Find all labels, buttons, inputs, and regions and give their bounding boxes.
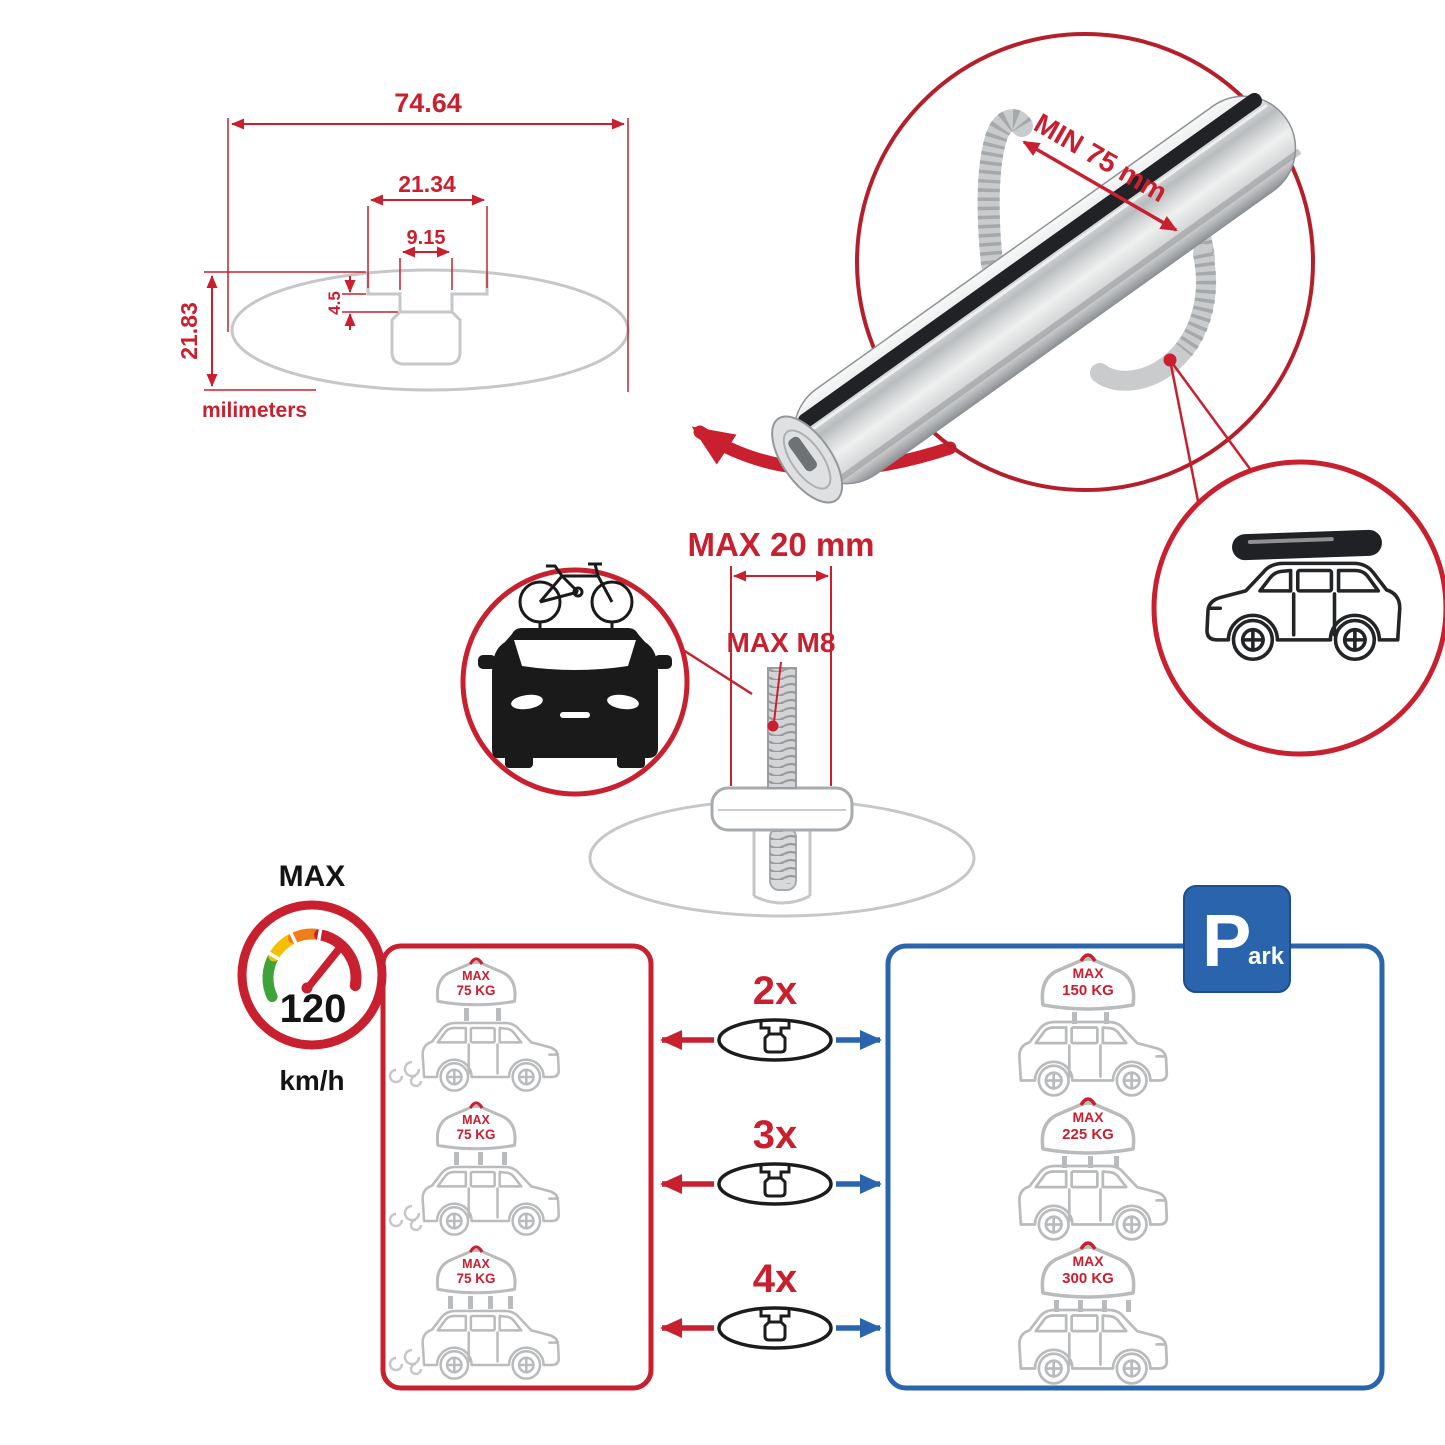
crossbar-render-detail: MIN 75 mm xyxy=(771,32,1315,507)
speedometer-pivot xyxy=(301,982,313,994)
callout-line-1 xyxy=(1168,359,1201,507)
driving-car-row: MAX 75 KG xyxy=(388,1245,560,1380)
detail-circle xyxy=(855,32,1315,492)
park-sign: P ark xyxy=(1183,885,1291,993)
multiplier-label: 3x xyxy=(753,1113,798,1157)
units-label: milimeters xyxy=(202,399,307,422)
bag-weight-label: 75 KG xyxy=(456,983,495,998)
leader-line xyxy=(679,646,753,696)
dimension-4-5: 4.5 xyxy=(325,276,398,330)
bike-car-detail xyxy=(460,562,753,797)
red-box-border xyxy=(380,943,654,1391)
crossbar-profile-icon xyxy=(717,1306,833,1350)
crossbar-ticks xyxy=(464,1008,501,1021)
max-length-dimension: MAX 20 mm xyxy=(687,526,875,786)
dim-total-height: 21.83 xyxy=(176,302,202,360)
multiplier-row: 4x xyxy=(660,1257,882,1350)
park-sign-letter: P xyxy=(1202,899,1251,982)
multiplier-row: 3x xyxy=(660,1113,882,1206)
bag-max-label: MAX xyxy=(1072,965,1104,981)
dimension-21-83: 21.83 xyxy=(176,271,366,391)
park-sign-plate xyxy=(1183,885,1291,993)
roofbox-car-detail xyxy=(1151,459,1445,757)
dimension-74-64: 74.64 xyxy=(227,88,629,392)
dimension-9-15: 9.15 xyxy=(399,227,453,290)
max-thread-label: MAX M8 xyxy=(727,627,836,658)
bag-max-label: MAX xyxy=(462,1257,490,1271)
parked-limit-box: MAX 150 KG MAX 225 KG MAX 300 KG xyxy=(885,943,1385,1391)
driving-car-row: MAX 75 KG xyxy=(388,1101,560,1236)
parked-car-row: MAX 300 KG xyxy=(1017,1241,1169,1385)
car-bike-front-icon xyxy=(478,628,672,768)
channel-ghost xyxy=(752,830,812,905)
crossbar-ticks xyxy=(454,1152,507,1165)
speed-value: 120 xyxy=(280,987,347,1031)
blue-box-border xyxy=(885,943,1385,1391)
max-length-label: MAX 20 mm xyxy=(687,526,874,563)
speedometer-icon xyxy=(237,900,387,1050)
thread-leader-line xyxy=(773,661,782,723)
crossbar-ticks xyxy=(448,1296,513,1309)
thread-leader-dot xyxy=(767,720,779,732)
bag-weight-label: 225 KG xyxy=(1062,1126,1114,1143)
dim-slot-outer: 21.34 xyxy=(398,171,456,197)
dimension-21-34: 21.34 xyxy=(367,171,488,288)
callout-line-2 xyxy=(1168,359,1255,474)
dim-slot-depth: 4.5 xyxy=(325,291,344,315)
speed-max-label: MAX xyxy=(279,860,346,893)
speedometer-needle xyxy=(303,944,344,991)
bolt-detail: MAX 20 mm MAX M8 xyxy=(588,526,976,918)
crossbar-multiplier-rows: 2x 3x 4x xyxy=(660,969,882,1350)
parked-car-row: MAX 150 KG xyxy=(1017,953,1169,1097)
crossbar-ticks xyxy=(1062,1156,1119,1168)
driving-limit-box: MAX 75 KG MAX 75 KG MAX 75 KG xyxy=(380,943,654,1391)
crossbar-ticks xyxy=(1072,1012,1109,1024)
parked-car-row: MAX 225 KG xyxy=(1017,1097,1169,1241)
multiplier-label: 4x xyxy=(753,1257,798,1301)
profile-dimension-drawing: 74.64 21.34 9.15 4.5 21.83 milimeter xyxy=(176,88,630,422)
bag-weight-label: 300 KG xyxy=(1062,1270,1114,1287)
bolt-lower-threads xyxy=(770,828,796,884)
multiplier-row: 2x xyxy=(660,969,882,1062)
crossbar-profile-icon xyxy=(717,1162,833,1206)
bag-max-label: MAX xyxy=(462,969,490,983)
park-sign-rest: ark xyxy=(1248,943,1285,970)
speedometer-arc xyxy=(262,924,362,1003)
speed-limit-gauge: MAX 120 km/h xyxy=(237,860,387,1096)
roof-box-icon xyxy=(1232,529,1382,561)
bag-max-label: MAX xyxy=(462,1113,490,1127)
crossbar-ticks xyxy=(1054,1300,1131,1312)
bag-max-label: MAX xyxy=(1072,1109,1104,1125)
speed-unit: km/h xyxy=(279,1065,344,1096)
bag-max-label: MAX xyxy=(1072,1253,1104,1269)
multiplier-label: 2x xyxy=(753,969,798,1013)
dim-total-width: 74.64 xyxy=(394,88,462,118)
crossbar-profile-icon xyxy=(717,1018,833,1062)
clamp-strap-left-icon xyxy=(977,109,1033,275)
crossbar-profile-slot xyxy=(366,273,489,366)
bag-weight-label: 75 KG xyxy=(456,1127,495,1142)
bag-weight-label: 150 KG xyxy=(1062,982,1114,999)
driving-car-row: MAX 75 KG xyxy=(388,957,560,1092)
bag-weight-label: 75 KG xyxy=(456,1271,495,1286)
dim-slot-inner: 9.15 xyxy=(407,227,446,249)
